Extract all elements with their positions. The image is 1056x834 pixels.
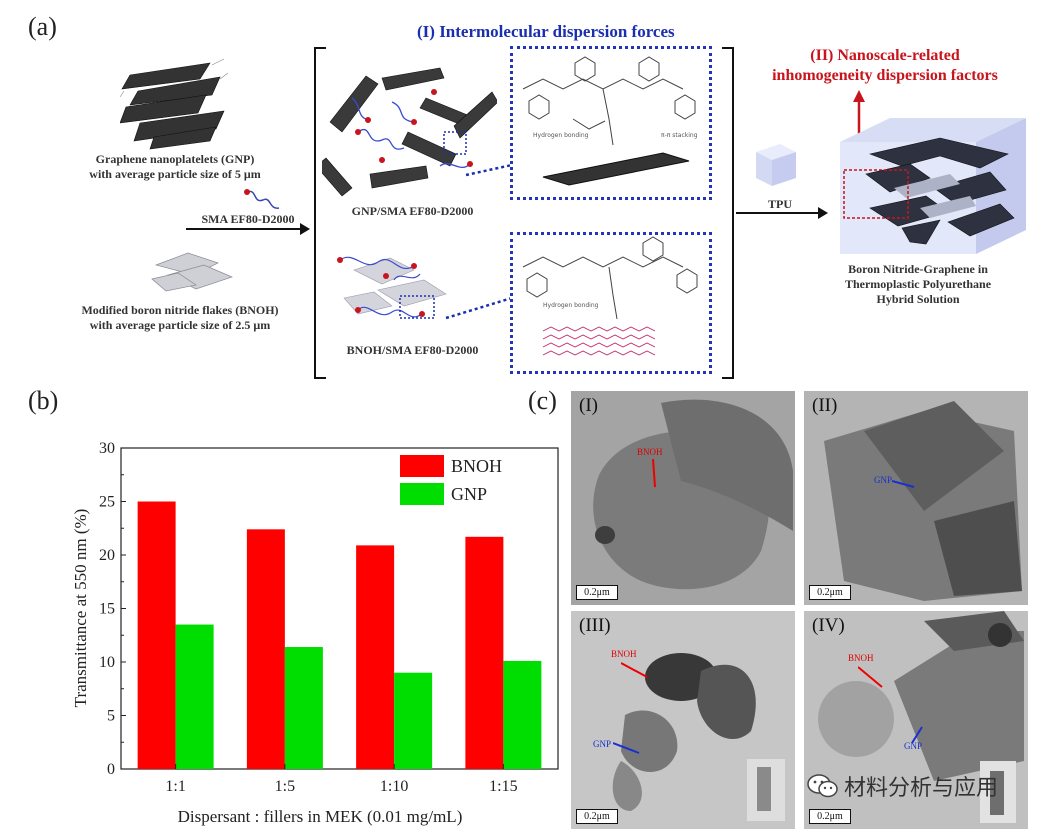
tem-1-texture (571, 391, 795, 605)
tem-3-scale-bar: 0.2μm (576, 809, 618, 824)
hbond-text-1: Hydrogen bonding (533, 132, 589, 139)
hbond-text-2: Hydrogen bonding (543, 302, 599, 309)
bar-gnp-1 (284, 647, 323, 769)
panel-b-letter: (b) (28, 386, 59, 415)
hybrid-line3: Hybrid Solution (876, 292, 960, 306)
watermark-text: 材料分析与应用 (844, 776, 999, 801)
x-tick-label: 1:10 (380, 778, 408, 795)
molecular-detail-box-gnp: Hydrogen bonding π-π stacking (510, 46, 712, 200)
tem-3-texture (571, 611, 795, 829)
legend-swatch-gnp (400, 483, 444, 505)
sma-arrow (186, 223, 310, 235)
tem-image-4: (IV) BNOH GNP 0.2μm (804, 611, 1028, 829)
tem-2-annot-line (892, 480, 915, 488)
bnoh-label-line1: Modified boron nitride flakes (BNOH) (81, 303, 279, 317)
tem-1-bnoh-annot: BNOH (637, 447, 663, 457)
tem-4-label: (IV) (812, 615, 845, 636)
bnoh-sma-label: BNOH/SMA EF80-D2000 (346, 343, 479, 357)
dotted-connectors (445, 163, 513, 320)
bar-gnp-0 (175, 624, 214, 769)
left-bracket (314, 47, 326, 379)
tem-image-2: (II) GNP 0.2μm (804, 391, 1028, 605)
tem-4-bnoh-annot: BNOH (848, 653, 874, 663)
x-axis-label: Dispersant : fillers in MEK (0.01 mg/mL) (178, 807, 463, 826)
bnoh-flakes-illustration (151, 252, 233, 292)
legend-label-gnp: GNP (451, 484, 487, 504)
tem-2-gnp-annot: GNP (874, 475, 893, 485)
right-bracket (722, 47, 734, 379)
gnp-stack-illustration (120, 58, 229, 150)
hybrid-line2: Thermoplastic Polyurethane (844, 277, 992, 291)
y-tick-label: 20 (99, 547, 115, 564)
tem-1-label: (I) (579, 395, 598, 416)
bnoh-sma-illustration (337, 256, 447, 319)
x-tick-label: 1:5 (275, 778, 295, 795)
panel-a-letter: (a) (28, 12, 57, 41)
legend-swatch-bnoh (400, 455, 444, 477)
tem-3-label: (III) (579, 615, 611, 636)
tem-3-bnoh-annot: BNOH (611, 649, 637, 659)
tem-1-annot-line (652, 459, 656, 488)
sma-arrow-label: SMA EF80-D2000 (201, 212, 295, 226)
bar-bnoh-3 (465, 536, 504, 769)
tem-image-1: (I) BNOH 0.2μm (571, 391, 795, 605)
x-tick-label: 1:15 (489, 778, 517, 795)
gnp-label-line1: Graphene nanoplatelets (GNP) (95, 152, 255, 166)
tem-2-texture (804, 391, 1028, 605)
title-nanoscale-factors: (II) Nanoscale-related inhomogeneity dis… (740, 46, 1030, 86)
wechat-icon (807, 774, 838, 798)
bar-bnoh-0 (137, 501, 176, 769)
tem-4-scale-bar: 0.2μm (809, 809, 851, 824)
stacking-text: π-π stacking (661, 132, 698, 139)
title-II-line2: inhomogeneity dispersion factors (772, 67, 998, 84)
title-intermolecular-forces: (I) Intermolecular dispersion forces (417, 22, 675, 41)
bar-bnoh-1 (246, 529, 285, 769)
bar-gnp-2 (394, 672, 433, 769)
tem-3-annot-line-red (621, 662, 648, 678)
transmittance-bar-chart: 0 5 10 15 20 25 30 1:1 1:5 1:10 1:15 BNOH GNP Tran… (71, 440, 559, 826)
x-tick-label: 1:1 (165, 778, 185, 795)
hybrid-solution-cube (840, 118, 1026, 254)
tem-3-gnp-annot: GNP (593, 739, 612, 749)
tem-2-scale-bar: 0.2μm (809, 585, 851, 600)
legend-label-bnoh: BNOH (451, 456, 502, 476)
sma-gnp-structure: Hydrogen bonding π-π stacking (522, 56, 698, 186)
bnoh-label: Modified boron nitride flakes (BNOH) wit… (45, 303, 315, 333)
bnoh-label-line2: with average particle size of 2.5 μm (89, 318, 271, 332)
title-II-line1: (II) Nanoscale-related (810, 47, 960, 64)
gnp-sma-label: GNP/SMA EF80-D2000 (351, 204, 474, 218)
bar-gnp-3 (503, 660, 542, 769)
y-tick-label: 0 (107, 761, 115, 778)
tpu-label: TPU (768, 197, 792, 211)
y-axis-label: Transmittance at 550 nm (%) (71, 509, 90, 708)
tpu-cube (756, 144, 796, 186)
hybrid-label: Boron Nitride-Graphene in Thermoplastic … (808, 262, 1028, 307)
tem-1-scale-bar: 0.2μm (576, 585, 618, 600)
sma-bnoh-structure: Hydrogen bonding (522, 236, 698, 356)
tem-4-annot-line-red (858, 666, 883, 688)
y-tick-label: 5 (107, 708, 115, 725)
y-tick-label: 10 (99, 654, 115, 671)
watermark: 材料分析与应用 (806, 770, 998, 802)
tem-3-annot-line-blue (613, 742, 640, 754)
molecular-detail-box-bnoh: Hydrogen bonding (510, 232, 712, 374)
hybrid-line1: Boron Nitride-Graphene in (848, 262, 988, 276)
tem-2-label: (II) (812, 395, 838, 416)
gnp-label: Graphene nanoplatelets (GNP) with averag… (60, 152, 290, 182)
tem-4-annot-line-blue (911, 726, 923, 744)
tem-4-texture (804, 611, 1028, 829)
y-tick-label: 25 (99, 494, 115, 511)
y-tick-label: 15 (99, 601, 115, 618)
sma-molecule-icon (244, 189, 280, 209)
gnp-label-line2: with average particle size of 5 μm (89, 167, 261, 181)
panel-c-letter: (c) (528, 386, 557, 415)
y-tick-label: 30 (99, 440, 115, 457)
gnp-sma-illustration (322, 67, 497, 197)
bar-bnoh-2 (356, 545, 395, 769)
tpu-arrow (736, 207, 828, 219)
tem-4-gnp-annot: GNP (904, 741, 923, 751)
tem-image-3: (III) BNOH GNP 0.2μm (571, 611, 795, 829)
